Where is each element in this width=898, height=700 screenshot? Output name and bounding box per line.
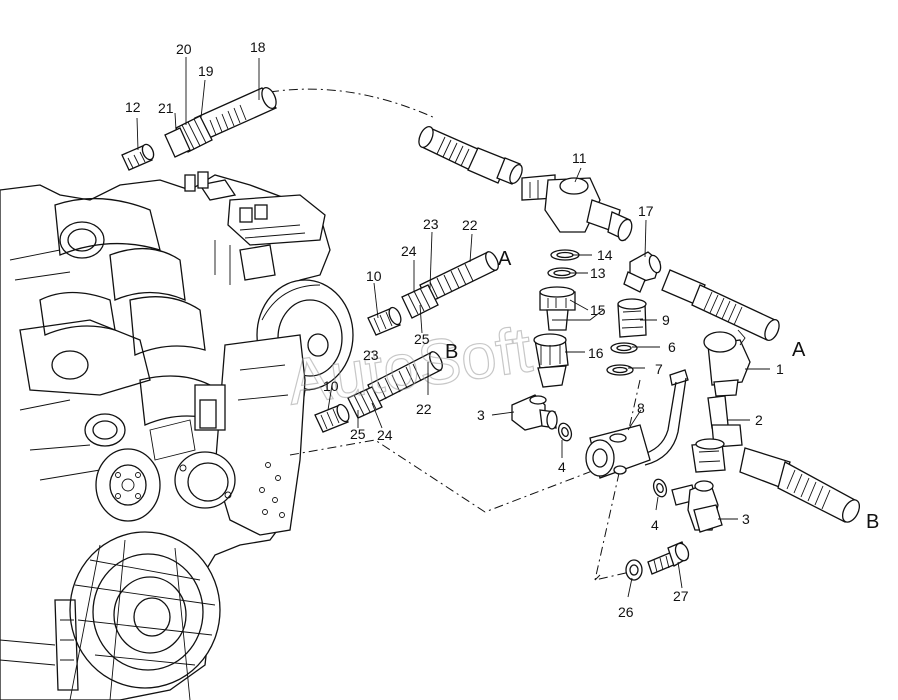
callout-21: 21 bbox=[158, 100, 174, 116]
elbow-fitting-2 bbox=[691, 395, 743, 473]
callout-10-upper: 10 bbox=[366, 268, 382, 284]
letter-b-right: B bbox=[866, 511, 879, 533]
callout-1: 1 bbox=[776, 361, 784, 377]
nipple-10-upper bbox=[367, 306, 402, 336]
callout-13: 13 bbox=[590, 265, 606, 281]
injector-rail bbox=[184, 171, 326, 285]
callout-11: 11 bbox=[572, 150, 587, 166]
manifold-8 bbox=[585, 369, 689, 479]
nipple-15 bbox=[539, 286, 576, 331]
routing-lines bbox=[269, 88, 641, 581]
hose-assembly-18 bbox=[164, 87, 277, 158]
washer-6 bbox=[610, 342, 638, 354]
round-cover bbox=[174, 451, 236, 509]
callout-6: 6 bbox=[668, 339, 676, 355]
letter-a-right: A bbox=[792, 339, 806, 361]
callout-17: 17 bbox=[638, 203, 654, 219]
fitting-24-23-lower bbox=[347, 386, 383, 419]
letter-b-center: B bbox=[445, 341, 458, 363]
hose-to-fitting-11 bbox=[418, 126, 523, 185]
callout-3-left: 3 bbox=[477, 407, 485, 423]
nipple-9 bbox=[617, 298, 647, 338]
pulley-lower bbox=[95, 448, 161, 522]
callout-12: 12 bbox=[125, 99, 141, 115]
callout-2: 2 bbox=[755, 412, 763, 428]
callout-22-upper: 22 bbox=[462, 217, 478, 233]
bolt-27 bbox=[647, 541, 690, 575]
callout-16: 16 bbox=[588, 345, 604, 361]
callout-23-upper: 23 bbox=[423, 216, 439, 232]
callout-24-upper: 24 bbox=[401, 243, 417, 259]
quick-connector-1 bbox=[703, 329, 751, 397]
banjo-elbow-3-left bbox=[511, 394, 558, 431]
engine-block bbox=[0, 171, 354, 700]
washer-4-right bbox=[652, 478, 668, 498]
callout-4-right: 4 bbox=[651, 517, 659, 533]
callout-4-left: 4 bbox=[558, 459, 566, 475]
callout-14: 14 bbox=[597, 247, 613, 263]
callout-19: 19 bbox=[198, 63, 214, 79]
fitting-24-23-upper bbox=[401, 284, 439, 319]
callout-22-lower: 22 bbox=[416, 401, 432, 417]
callout-25-lower: 25 bbox=[350, 426, 366, 442]
belt-pulley-bottom bbox=[69, 531, 221, 700]
callout-20: 20 bbox=[176, 41, 192, 57]
callout-15: 15 bbox=[590, 302, 606, 318]
nipple-12 bbox=[121, 143, 155, 171]
callout-25-upper: 25 bbox=[414, 331, 430, 347]
callout-3-right: 3 bbox=[742, 511, 750, 527]
bracket-plate bbox=[194, 334, 306, 536]
elbow-17 bbox=[623, 251, 662, 293]
hose-b-lower-right bbox=[739, 447, 861, 523]
callout-9: 9 bbox=[662, 312, 670, 328]
tee-fitting-11 bbox=[521, 174, 633, 242]
fitting-16 bbox=[533, 333, 569, 388]
connection-letters: A B A B bbox=[445, 248, 879, 533]
callout-23-lower: 23 bbox=[363, 347, 379, 363]
callout-27: 27 bbox=[673, 588, 689, 604]
letter-a-center: A bbox=[498, 248, 512, 270]
callout-7: 7 bbox=[655, 361, 663, 377]
washer-7 bbox=[606, 364, 634, 376]
washer-4-left bbox=[557, 422, 573, 442]
callout-26: 26 bbox=[618, 604, 634, 620]
callout-24-lower: 24 bbox=[377, 427, 393, 443]
nipple-10-lower bbox=[314, 403, 350, 433]
hose-a-upper-right bbox=[661, 269, 780, 341]
callout-8: 8 bbox=[637, 400, 645, 416]
banjo-elbow-3-right bbox=[671, 480, 723, 533]
leader-lines bbox=[136, 57, 770, 598]
callout-10-lower: 10 bbox=[323, 378, 339, 394]
callout-18: 18 bbox=[250, 39, 266, 55]
callout-labels: 20 18 21 19 12 11 17 23 22 24 10 14 13 1… bbox=[125, 39, 784, 620]
washer-26 bbox=[625, 559, 643, 581]
